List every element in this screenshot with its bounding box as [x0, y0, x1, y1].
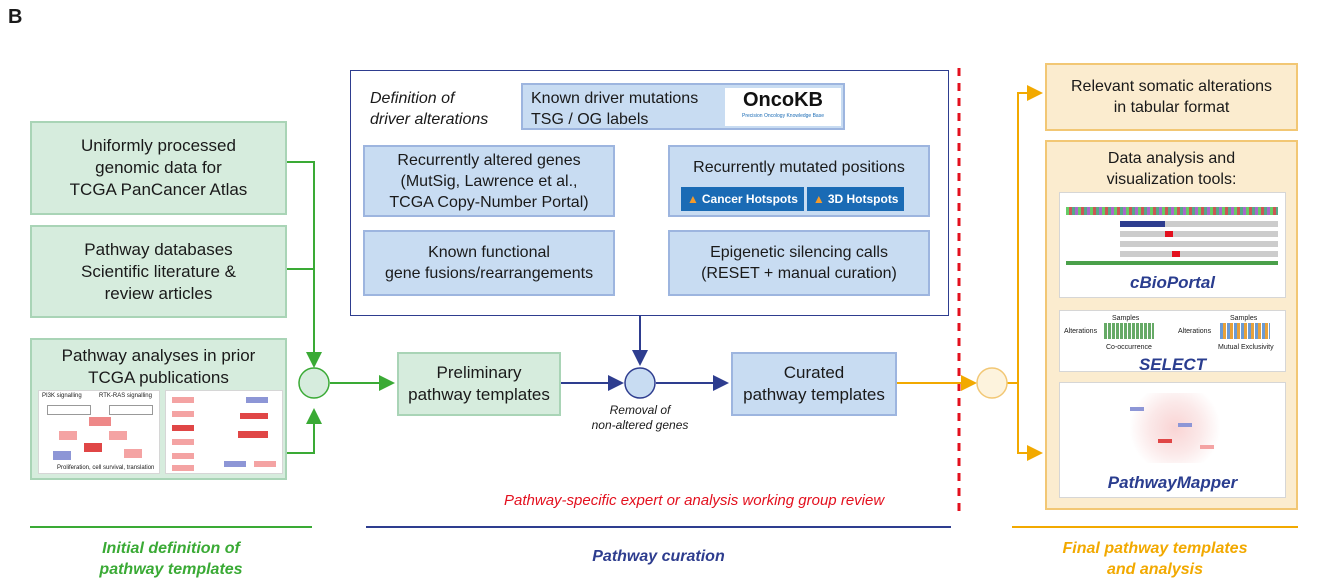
review-label: Pathway-specific expert or analysis work… — [504, 492, 885, 509]
cancer-hotspots-logo: ▲ Cancer Hotspots — [681, 187, 804, 211]
box-somatic-alterations: Relevant somatic alterations in tabular … — [1045, 63, 1298, 131]
footer-green: Initial definition of pathway templates — [99, 540, 243, 578]
removal-label: Removal of non-altered genes — [591, 403, 689, 432]
pathwaymapper-label: PathwayMapper — [1107, 473, 1238, 492]
flame-icon: ▲ — [687, 191, 699, 206]
definition-title: Definition of driver alterations — [370, 90, 489, 128]
box-fusions: Known functional gene fusions/rearrangem… — [363, 230, 615, 296]
merge-circle-icon — [976, 367, 1008, 399]
pi3k-ras-thumbnail: PI3K signalling RTK-RAS signalling Proli… — [38, 390, 160, 474]
box-pathway-databases: Pathway databases Scientific literature … — [30, 225, 287, 318]
box-prior-analyses: Pathway analyses in prior TCGA publicati… — [30, 338, 287, 480]
orange-branch-low — [1017, 383, 1043, 461]
select-card: Samples Alterations Co-occurrence Sample… — [1059, 310, 1286, 374]
orange-branch — [1006, 85, 1043, 384]
green-line-bottom — [287, 408, 322, 454]
cbioportal-card: cBioPortal — [1059, 192, 1286, 298]
box-tools: Data analysis and visualization tools: c… — [1045, 140, 1298, 510]
box-genomic-data: Uniformly processed genomic data for TCG… — [30, 121, 287, 215]
merge-circle-icon — [298, 367, 330, 399]
oncokb-logo: OncoKB Precision Oncology Knowledge Base — [725, 88, 841, 126]
green-line-top — [287, 161, 322, 368]
merge-circle-icon — [624, 367, 656, 399]
rtk-thumbnail — [165, 390, 283, 474]
footer-blue: Pathway curation — [592, 548, 725, 565]
3d-hotspots-logo: ▲ 3D Hotspots — [806, 187, 905, 211]
box-epigenetic: Epigenetic silencing calls (RESET + manu… — [668, 230, 930, 296]
panel-label: B — [8, 6, 23, 28]
footer-orange: Final pathway templates and analysis — [1062, 540, 1248, 578]
box-curated-templates: Curated pathway templates — [731, 352, 897, 416]
box-known-driver: Known driver mutations TSG / OG labels O… — [521, 83, 845, 130]
box-preliminary-templates: Preliminary pathway templates — [397, 352, 561, 416]
cbioportal-label: cBioPortal — [1129, 273, 1216, 292]
box-recurrent-genes: Recurrently altered genes (MutSig, Lawre… — [363, 145, 615, 217]
select-label: SELECT — [1138, 355, 1207, 374]
flame-icon: ▲ — [812, 191, 825, 206]
pathwaymapper-card: PathwayMapper — [1059, 382, 1286, 498]
box-recurrent-positions: Recurrently mutated positions ▲ Cancer H… — [668, 145, 930, 217]
